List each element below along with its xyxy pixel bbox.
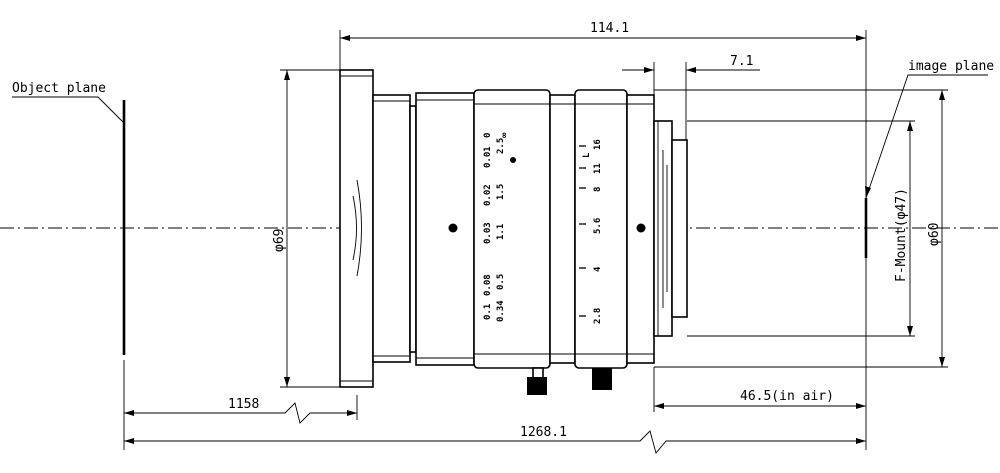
lens-front-barrel	[372, 94, 411, 363]
aperture-scale-label: 8	[593, 187, 603, 192]
dim-flange-back-value: 46.5(in air)	[740, 389, 834, 404]
focus-scale-label: 0	[483, 133, 493, 138]
aperture-lock-knob	[592, 368, 612, 390]
dim-total-distance: 1268.1	[124, 395, 867, 454]
focus-scale-label: 0.1	[483, 304, 493, 320]
lens-middle-barrel	[415, 92, 475, 366]
aperture-scale-label: 16	[593, 139, 603, 150]
aperture-scale-label: 4	[593, 266, 603, 272]
dim-front-diameter: φ69	[272, 69, 340, 388]
focus-scale-label: 2.5	[496, 138, 506, 154]
dim-flange-back: 46.5(in air)	[653, 367, 866, 412]
object-plane-label: Object plane	[12, 81, 106, 96]
dim-rear-diameter-value: φ60	[927, 223, 942, 246]
front-glass-curve	[356, 179, 362, 277]
aperture-scale-label: 2.8	[593, 308, 603, 324]
focus-infinity-dot	[510, 157, 516, 163]
focus-scale-label: 1.1	[496, 224, 506, 240]
dim-object-distance-value: 1158	[228, 397, 259, 412]
image-plane-label: image plane	[908, 59, 994, 74]
aperture-scale-label: L	[582, 152, 592, 158]
aperture-scale: 2.8 4 5.6 8 11 16 L	[579, 139, 603, 324]
focus-scale-label: 0.5	[496, 274, 506, 290]
dim-rear-diameter: φ60	[654, 89, 948, 368]
focus-lock-screw	[532, 367, 544, 379]
dim-mount-value: F-Mount(φ47)	[894, 188, 909, 282]
focus-scale-label: 0.34	[496, 300, 506, 322]
object-plane-leader	[12, 96, 124, 123]
dim-total-distance-value: 1268.1	[520, 425, 567, 440]
mount-bayonet	[671, 139, 688, 318]
focus-scale-label: ∞	[500, 132, 510, 138]
focus-scale-label: 0.02	[483, 184, 493, 206]
focus-scale-label: 0.01	[483, 146, 493, 168]
focus-scale: 0.1 0.34 0.08 0.5 0.03 1.1 0.02 1.5 0.01…	[483, 132, 510, 322]
dim-back-offset-value: 7.1	[730, 54, 753, 69]
lens-front-cap	[339, 69, 374, 388]
image-plane-leader	[865, 74, 988, 199]
focus-scale-label: 1.5	[496, 184, 506, 200]
focus-lock-knob	[527, 377, 547, 395]
lens-spacer	[549, 94, 576, 364]
dim-object-distance: 1158	[123, 360, 358, 450]
focus-index-dot	[448, 223, 458, 233]
aperture-scale-label: 5.6	[593, 218, 603, 234]
dim-mount-diameter: F-Mount(φ47)	[687, 120, 915, 337]
focus-scale-label: 0.08	[483, 274, 493, 296]
dim-back-offset: 7.1	[622, 54, 760, 140]
dim-overall-length-value: 114.1	[590, 21, 629, 36]
focus-scale-label: 0.03	[483, 222, 493, 244]
dim-front-diameter-value: φ69	[272, 229, 287, 252]
aperture-index-dot	[636, 223, 646, 233]
aperture-scale-label: 11	[593, 163, 603, 174]
